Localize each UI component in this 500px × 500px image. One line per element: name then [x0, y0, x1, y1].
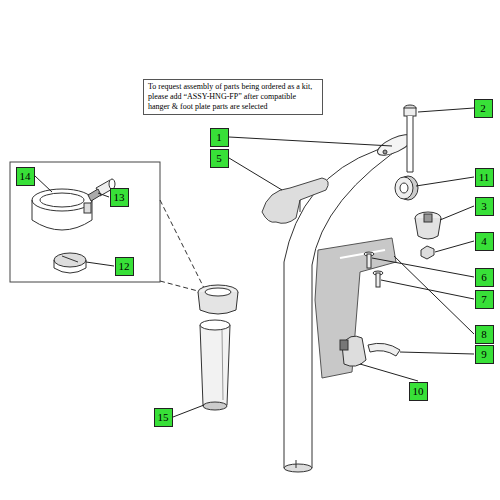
callout-box: 14	[16, 167, 35, 186]
bolt-part	[404, 105, 416, 172]
callout-number: 4	[481, 235, 487, 247]
callout-box: 12	[115, 257, 134, 276]
plug-part	[54, 253, 86, 273]
callout-number: 1	[216, 131, 222, 143]
note-text: To request assembly of parts being order…	[148, 82, 312, 111]
callout-number: 11	[479, 171, 490, 183]
clip-part	[368, 343, 400, 356]
callout-box: 5	[210, 149, 229, 168]
callout-box: 1	[210, 128, 229, 147]
lower-clamp-part	[340, 336, 366, 366]
callout-number: 7	[481, 293, 487, 305]
callout-box: 15	[154, 408, 173, 427]
bracket-plate	[315, 238, 396, 378]
note-box: To request assembly of parts being order…	[143, 79, 323, 115]
callout-number: 13	[114, 191, 125, 203]
clamp-part	[415, 212, 441, 239]
callout-number: 12	[119, 260, 130, 272]
callout-number: 3	[481, 200, 487, 212]
callout-number: 14	[20, 170, 31, 182]
screw-part	[364, 252, 383, 287]
sleeve-part	[200, 320, 230, 410]
inset-frame	[10, 162, 160, 282]
collar-part	[198, 285, 238, 314]
callout-box: 8	[475, 325, 494, 344]
callout-box: 9	[475, 345, 494, 364]
callout-number: 10	[413, 385, 424, 397]
callout-number: 5	[216, 152, 222, 164]
callout-box: 2	[474, 99, 493, 118]
callout-number: 8	[481, 328, 487, 340]
ring-part	[32, 189, 92, 230]
callout-box: 10	[409, 382, 428, 401]
callout-number: 9	[481, 348, 487, 360]
tube-part	[284, 131, 415, 472]
handle-part	[262, 178, 328, 223]
callout-box: 13	[110, 188, 129, 207]
callout-box: 3	[475, 197, 494, 216]
nut-part	[421, 246, 434, 259]
callout-box: 6	[475, 268, 494, 287]
callout-number: 15	[158, 411, 169, 423]
callout-number: 6	[481, 271, 487, 283]
callout-box: 7	[475, 290, 494, 309]
callout-number: 2	[480, 102, 486, 114]
callout-box: 4	[475, 232, 494, 251]
leader-line	[35, 108, 474, 417]
bushing-part	[395, 176, 418, 200]
callout-box: 11	[475, 168, 494, 187]
